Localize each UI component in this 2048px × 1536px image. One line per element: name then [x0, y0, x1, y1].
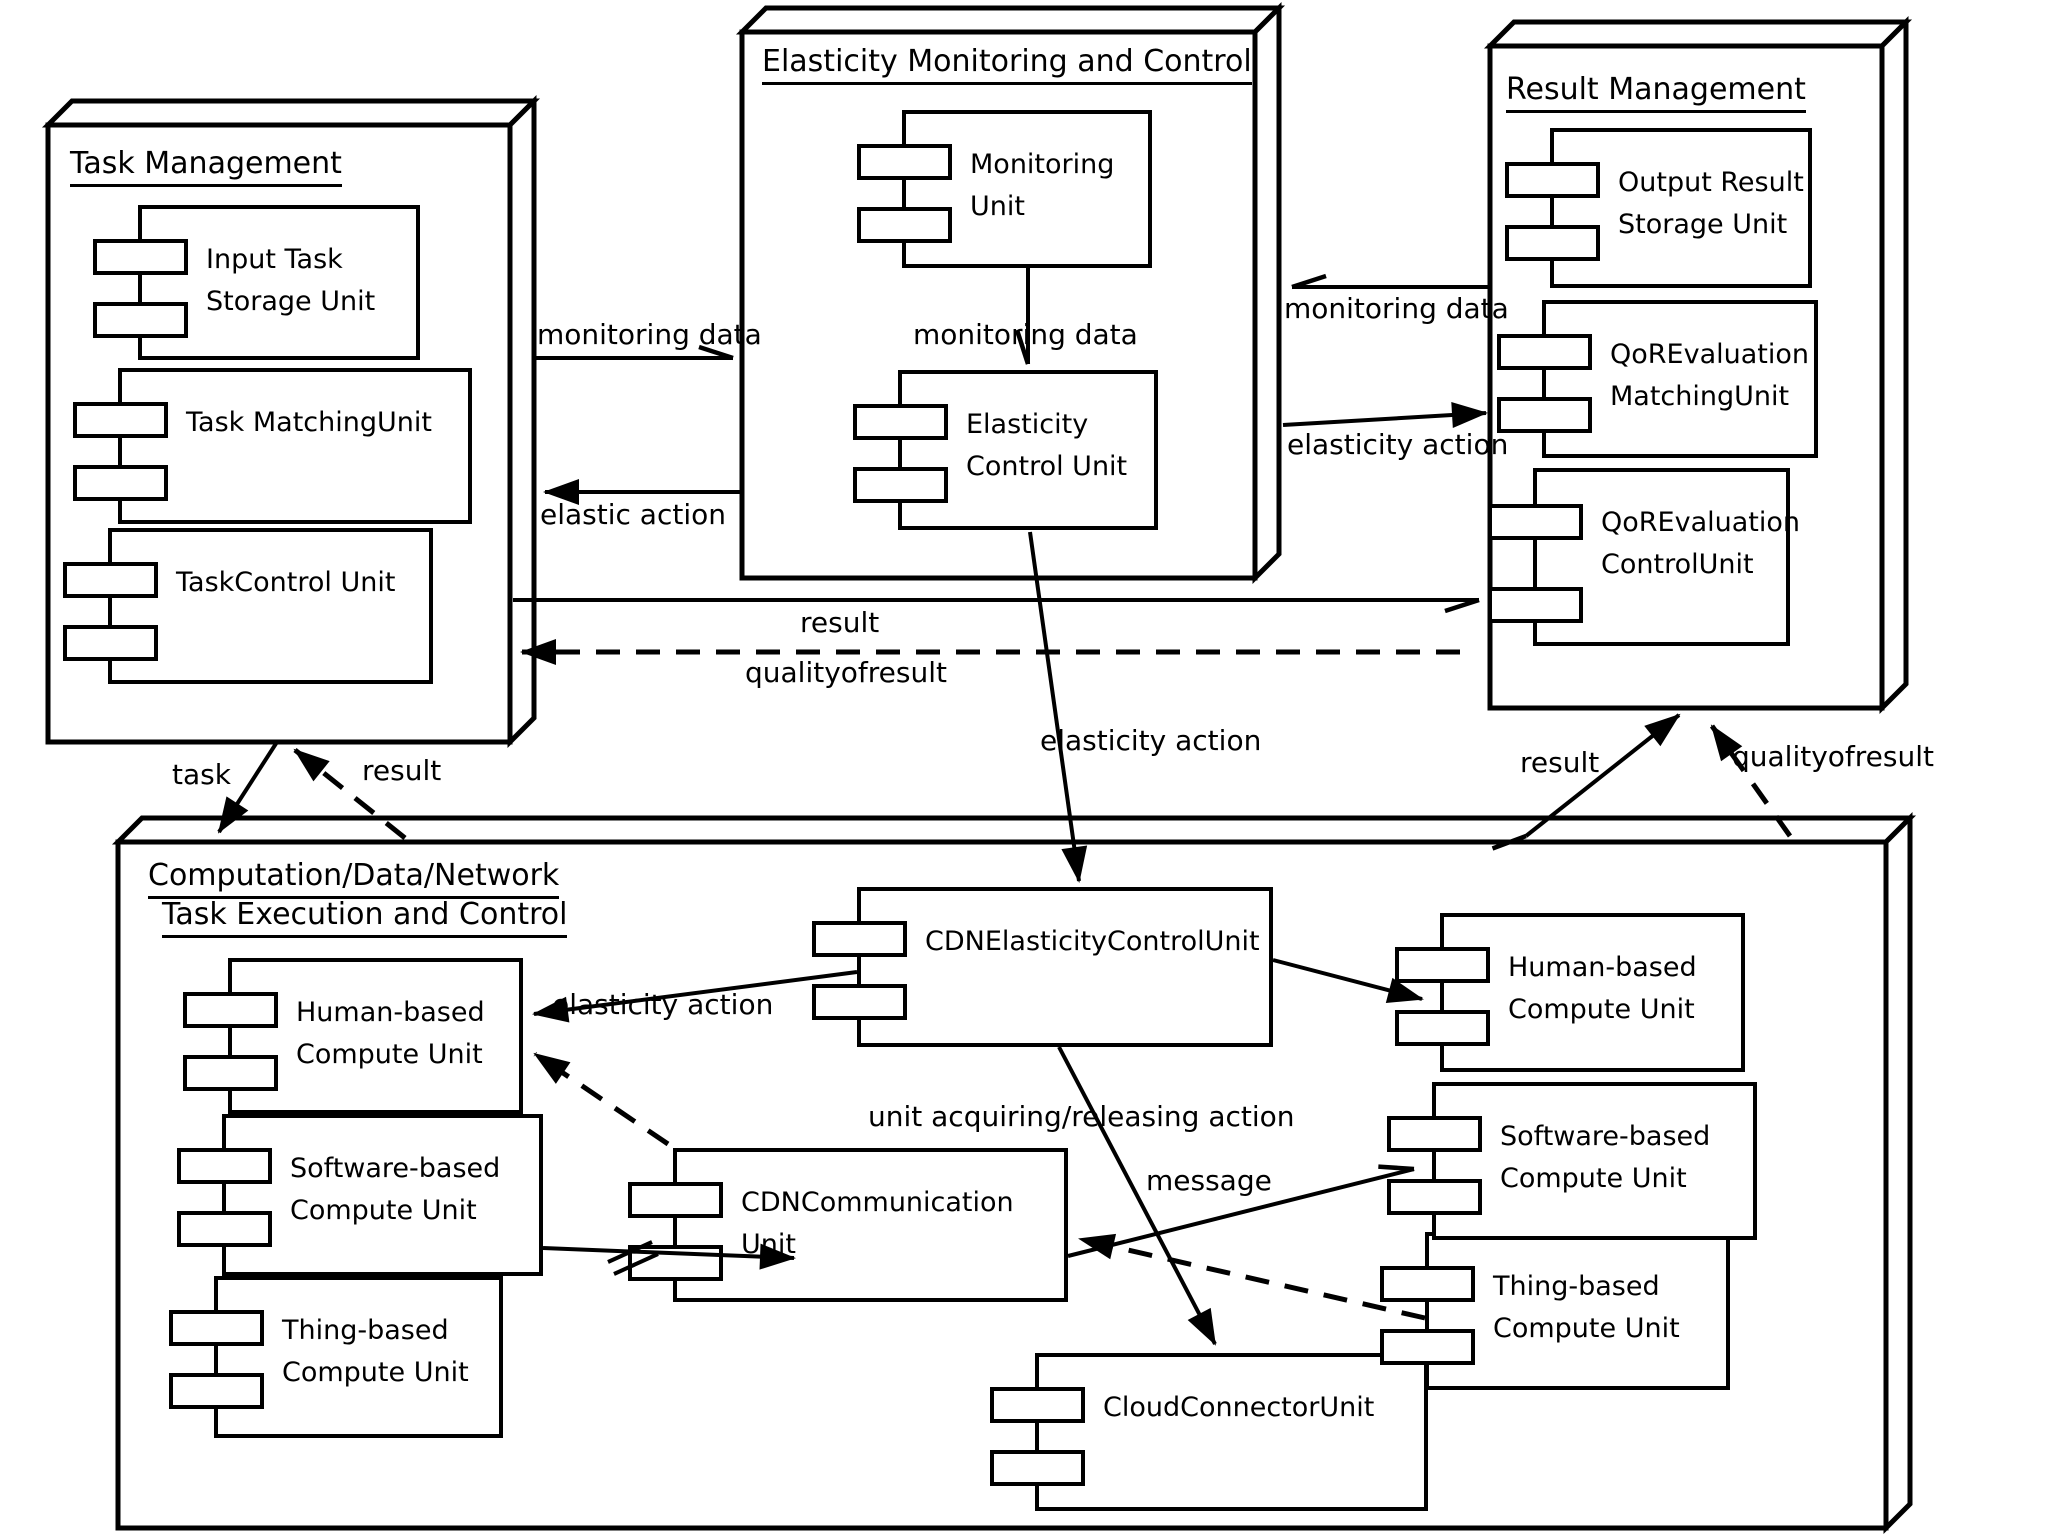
- package-title-elasticity-monitoring: Elasticity Monitoring and Control: [762, 44, 1252, 85]
- component-tab-icon: [857, 207, 952, 243]
- component-thing-compute-unit-left: Thing-based Compute Unit: [169, 1276, 503, 1438]
- component-tab-icon: [990, 1450, 1085, 1486]
- component-label: Monitoring Unit: [970, 149, 1115, 222]
- component-tab-icon: [990, 1387, 1085, 1423]
- component-tab-icon: [73, 465, 168, 501]
- component-cdn-communication-unit: CDNCommunication Unit: [628, 1148, 1068, 1302]
- component-human-compute-unit-left: Human-based Compute Unit: [183, 958, 523, 1114]
- component-tab-icon: [93, 302, 188, 338]
- edge-label-elasticity-action-mid: elasticity action: [1040, 724, 1262, 757]
- component-label: Software-based Compute Unit: [290, 1153, 501, 1226]
- component-input-task-storage-unit: Input Task Storage Unit: [93, 205, 420, 360]
- component-task-matching-unit: Task MatchingUnit: [73, 368, 472, 524]
- component-label: Human-based Compute Unit: [296, 997, 485, 1070]
- component-label: Task MatchingUnit: [186, 407, 432, 438]
- component-tab-icon: [1380, 1329, 1475, 1365]
- component-label: Input Task Storage Unit: [206, 244, 376, 317]
- edge-label-elastic-action: elastic action: [540, 498, 726, 531]
- edge-label-unit-acquiring: unit acquiring/releasing action: [868, 1100, 1295, 1133]
- component-label: Elasticity Control Unit: [966, 409, 1128, 482]
- component-label: CloudConnectorUnit: [1103, 1392, 1375, 1423]
- component-tab-icon: [183, 1055, 278, 1091]
- component-label: Thing-based Compute Unit: [282, 1315, 469, 1388]
- component-thing-compute-unit-right: Thing-based Compute Unit: [1380, 1232, 1730, 1390]
- component-tab-icon: [93, 239, 188, 275]
- component-tab-icon: [1387, 1179, 1482, 1215]
- component-label: Software-based Compute Unit: [1500, 1121, 1711, 1194]
- component-tab-icon: [1497, 397, 1592, 433]
- component-tab-icon: [177, 1211, 272, 1247]
- component-tab-icon: [169, 1310, 264, 1346]
- package-title-execution-line1: Computation/Data/Network: [148, 858, 560, 899]
- package-title-result-management: Result Management: [1506, 72, 1806, 113]
- component-elasticity-control-unit: Elasticity Control Unit: [853, 370, 1158, 530]
- edge-label-qualityofresult-bottom-right: qualityofresult: [1732, 740, 1934, 773]
- package-title-task-management: Task Management: [70, 146, 342, 187]
- component-human-compute-unit-right: Human-based Compute Unit: [1395, 913, 1745, 1072]
- component-label: QoREvaluation ControlUnit: [1601, 507, 1800, 580]
- component-label: Thing-based Compute Unit: [1493, 1271, 1680, 1344]
- component-tab-icon: [63, 562, 158, 598]
- component-output-result-storage-unit: Output Result Storage Unit: [1505, 128, 1812, 288]
- component-tab-icon: [1387, 1116, 1482, 1152]
- component-tab-icon: [73, 402, 168, 438]
- component-tab-icon: [1497, 334, 1592, 370]
- component-tab-icon: [628, 1245, 723, 1281]
- component-software-compute-unit-right: Software-based Compute Unit: [1387, 1082, 1757, 1240]
- edge-label-task: task: [172, 758, 231, 791]
- component-label: Output Result Storage Unit: [1618, 167, 1804, 240]
- edge-label-result-bottom-right: result: [1520, 746, 1600, 779]
- component-tab-icon: [169, 1373, 264, 1409]
- edge-label-elasticity-action-bottom: elasticity action: [552, 988, 774, 1021]
- package-title-execution-line2: Task Execution and Control: [162, 897, 568, 938]
- component-tab-icon: [628, 1182, 723, 1218]
- edge-label-result-bottom-left: result: [362, 754, 442, 787]
- component-cdn-elasticity-control-unit: CDNElasticityControlUnit: [812, 887, 1273, 1047]
- component-tab-icon: [857, 144, 952, 180]
- component-tab-icon: [63, 625, 158, 661]
- component-label: Human-based Compute Unit: [1508, 952, 1697, 1025]
- component-monitoring-unit: Monitoring Unit: [857, 110, 1152, 268]
- component-label: QoREvaluation MatchingUnit: [1610, 339, 1809, 412]
- component-software-compute-unit-left: Software-based Compute Unit: [177, 1114, 543, 1276]
- component-tab-icon: [1505, 225, 1600, 261]
- component-tab-icon: [853, 404, 948, 440]
- component-tab-icon: [1488, 587, 1583, 623]
- edge-label-result-long: result: [800, 606, 880, 639]
- component-tab-icon: [177, 1148, 272, 1184]
- component-tab-icon: [1505, 162, 1600, 198]
- edge-label-message: message: [1146, 1164, 1272, 1197]
- edge-label-monitoring-data-center: monitoring data: [913, 318, 1138, 351]
- component-tab-icon: [1488, 504, 1583, 540]
- component-tab-icon: [853, 467, 948, 503]
- component-tab-icon: [812, 984, 907, 1020]
- component-tab-icon: [812, 921, 907, 957]
- edge-label-elasticity-action-right: elasticity action: [1287, 428, 1509, 461]
- component-label: TaskControl Unit: [176, 567, 396, 598]
- component-task-control-unit: TaskControl Unit: [63, 528, 433, 684]
- component-tab-icon: [1395, 1010, 1490, 1046]
- edge-label-qualityofresult-long: qualityofresult: [745, 656, 947, 689]
- component-qor-evaluation-control-unit: QoREvaluation ControlUnit: [1488, 468, 1800, 646]
- edge-label-monitoring-data-left: monitoring data: [537, 318, 762, 351]
- component-label: CDNCommunication Unit: [741, 1187, 1014, 1260]
- edge-label-monitoring-data-right: monitoring data: [1284, 292, 1509, 325]
- component-tab-icon: [1380, 1266, 1475, 1302]
- component-label: CDNElasticityControlUnit: [925, 926, 1260, 957]
- component-tab-icon: [1395, 947, 1490, 983]
- component-qor-evaluation-matching-unit: QoREvaluation MatchingUnit: [1497, 300, 1818, 458]
- component-tab-icon: [183, 992, 278, 1028]
- component-cloud-connector-unit: CloudConnectorUnit: [990, 1353, 1428, 1511]
